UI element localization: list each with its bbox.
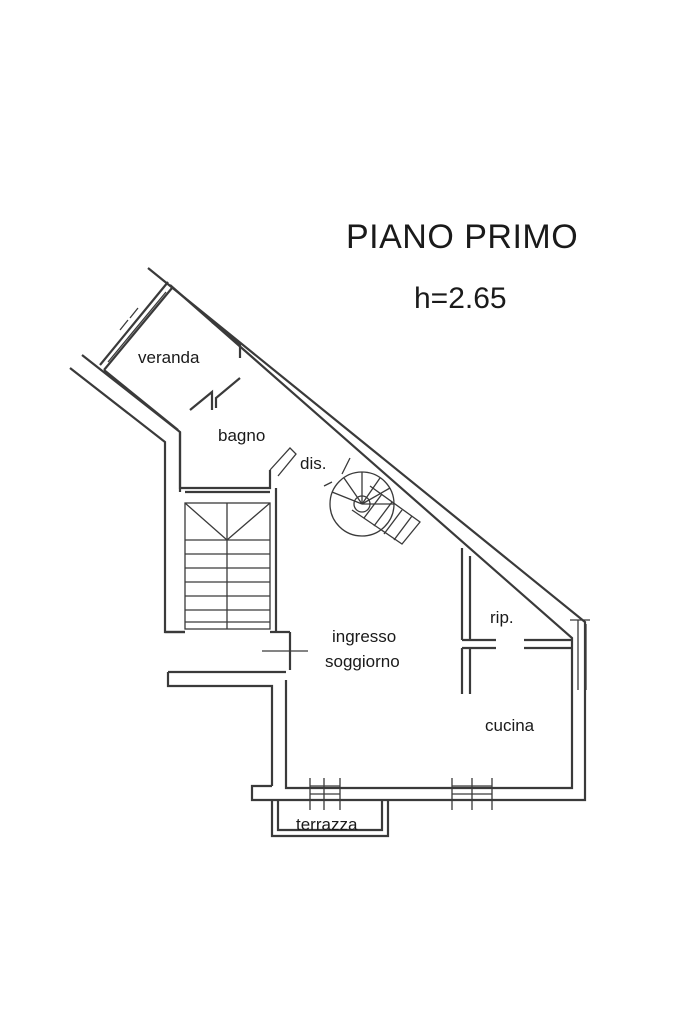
main-staircase [184,502,271,630]
room-label-bagno: bagno [218,426,265,445]
rip-wall [460,548,572,694]
terrazza-wall [270,800,390,838]
ceiling-height: h=2.65 [414,282,507,315]
window-east [570,619,590,690]
outer-walls [69,267,590,838]
ingresso-wall [166,670,286,786]
veranda-wall [99,281,242,431]
room-label-terrazza: terrazza [296,815,358,834]
window-south-1 [309,778,341,810]
west-wall-outer [69,367,185,634]
diagonal-wall-inner [169,284,574,790]
room-label-dis: dis. [300,454,326,473]
room-label-ingresso: ingresso [332,627,396,646]
window-south-2 [451,778,493,810]
bagno-door [269,447,297,477]
diagonal-wall-outer [147,267,587,802]
room-label-soggiorno: soggiorno [325,652,400,671]
room-label-veranda: veranda [138,348,200,367]
room-label-rip: rip. [490,608,514,627]
spiral-staircase [323,457,421,545]
bagno-wall [178,377,278,632]
room-label-cucina: cucina [485,716,535,735]
veranda-window [107,291,167,363]
plan-title: PIANO PRIMO [346,218,579,256]
